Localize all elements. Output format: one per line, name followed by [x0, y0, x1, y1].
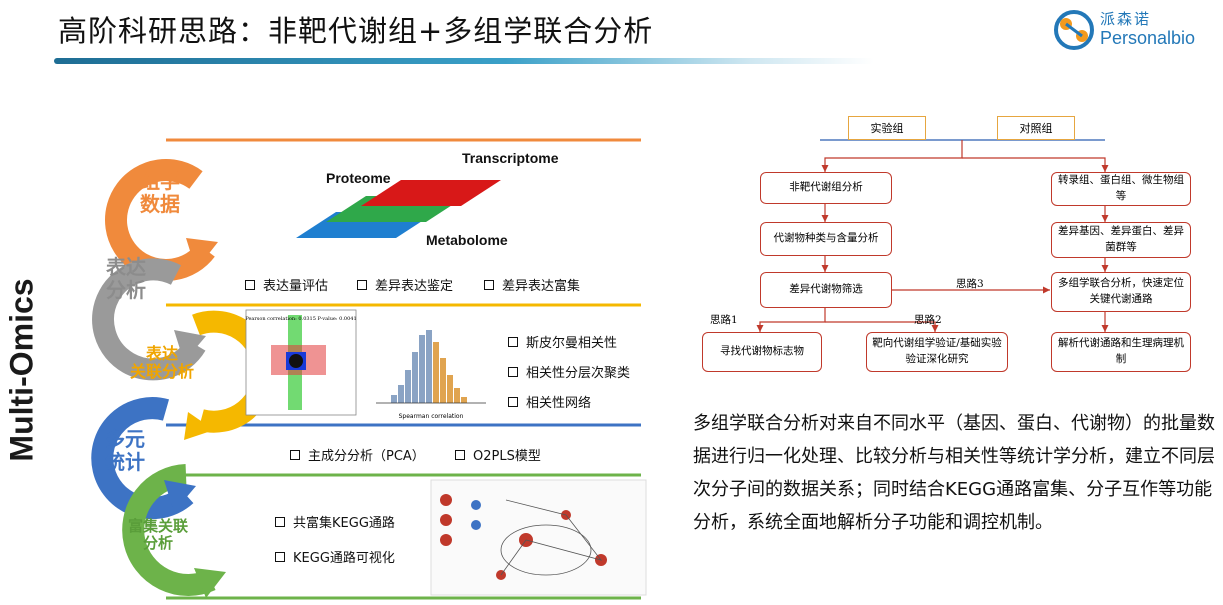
step-label-multivariate: 多元统计	[105, 427, 145, 474]
flow-box-multiomics-joint: 多组学联合分析，快速定位关键代谢通路	[1051, 272, 1191, 312]
metabolome-label: Metabolome	[426, 232, 508, 248]
flow-box-untargeted: 非靶代谢组分析	[760, 172, 892, 204]
logo-text-cn: 派森诺	[1100, 10, 1152, 28]
control-group-box: 对照组	[997, 116, 1075, 140]
expression-item: 差异表达富集	[484, 275, 580, 294]
flow-box-differential-screening: 差异代谢物筛选	[760, 272, 892, 308]
arc-green	[122, 464, 216, 596]
description-paragraph: 多组学联合分析对来自不同水平（基因、蛋白、代谢物）的批量数据进行归一化处理、比较…	[693, 413, 1215, 533]
svg-text:Pearson correlation: 0.0315 P-: Pearson correlation: 0.0315 P-value: 0.0…	[245, 316, 356, 322]
arrowhead-yellow	[184, 412, 214, 440]
expression-item: 差异表达鉴定	[357, 275, 453, 294]
layer-transcriptome	[361, 180, 501, 206]
correlation-item: 相关性分层次聚类	[508, 362, 630, 381]
arc-blue	[91, 397, 194, 520]
step-label-omics-data: 组学数据	[140, 169, 180, 216]
multivariate-item: 主成分分析（PCA）	[290, 445, 425, 464]
arrowhead-orange	[186, 238, 218, 270]
correlation-item: 斯皮尔曼相关性	[508, 332, 617, 351]
flow-box-other-omics: 转录组、蛋白组、微生物组等	[1051, 172, 1191, 206]
correlation-item: 相关性网络	[508, 392, 591, 411]
enrichment-item: KEGG通路可视化	[275, 547, 395, 566]
multi-omics-panel: Pearson correlation: 0.0315 P-value: 0.0…	[91, 138, 647, 600]
flow-box-metabolite-analysis: 代谢物种类与含量分析	[760, 222, 892, 256]
step-label-correlation: 表达关联分析	[130, 344, 195, 382]
flow-box-biomarker: 寻找代谢物标志物	[702, 332, 822, 372]
title-underline	[54, 58, 874, 64]
step-label-expression: 表达分析	[106, 255, 146, 302]
route1-label: 思路1	[710, 314, 738, 326]
svg-text:Spearman correlation: Spearman correlation	[399, 413, 464, 420]
arrowhead-gray	[174, 330, 206, 362]
arrowhead-blue	[164, 480, 196, 512]
enrichment-item: 共富集KEGG通路	[275, 512, 395, 531]
company-logo: 派森诺 Personalbio	[1052, 8, 1212, 52]
logo-text-en: Personalbio	[1100, 28, 1196, 48]
step-label-enrichment: 富集关联分析	[128, 517, 189, 553]
flow-box-pathway-mechanism: 解析代谢通路和生理病理机制	[1051, 332, 1191, 372]
experimental-group-box: 实验组	[848, 116, 926, 140]
svg-text:Multi-Omics: Multi-Omics	[4, 278, 39, 461]
proteome-label: Proteome	[326, 170, 391, 186]
side-label: Multi-Omics	[4, 278, 39, 461]
route3-label: 思路3	[956, 278, 984, 290]
expression-item: 表达量评估	[245, 275, 328, 294]
pathway-thumbnail	[430, 479, 647, 596]
page-title: 高阶科研思路：非靶代谢组+多组学联合分析	[58, 14, 654, 48]
flowchart-lines	[756, 139, 1109, 332]
logo-icon	[1054, 10, 1094, 50]
flow-box-validation: 靶向代谢组学验证/基础实验验证深化研究	[866, 332, 1008, 372]
flow-box-differential-genes: 差异基因、差异蛋白、差异菌群等	[1051, 222, 1191, 258]
route2-label: 思路2	[914, 314, 942, 326]
multivariate-item: O2PLS模型	[455, 445, 541, 464]
arrowhead-green	[194, 568, 226, 598]
transcriptome-label: Transcriptome	[462, 150, 559, 166]
arc-gray	[92, 258, 206, 381]
